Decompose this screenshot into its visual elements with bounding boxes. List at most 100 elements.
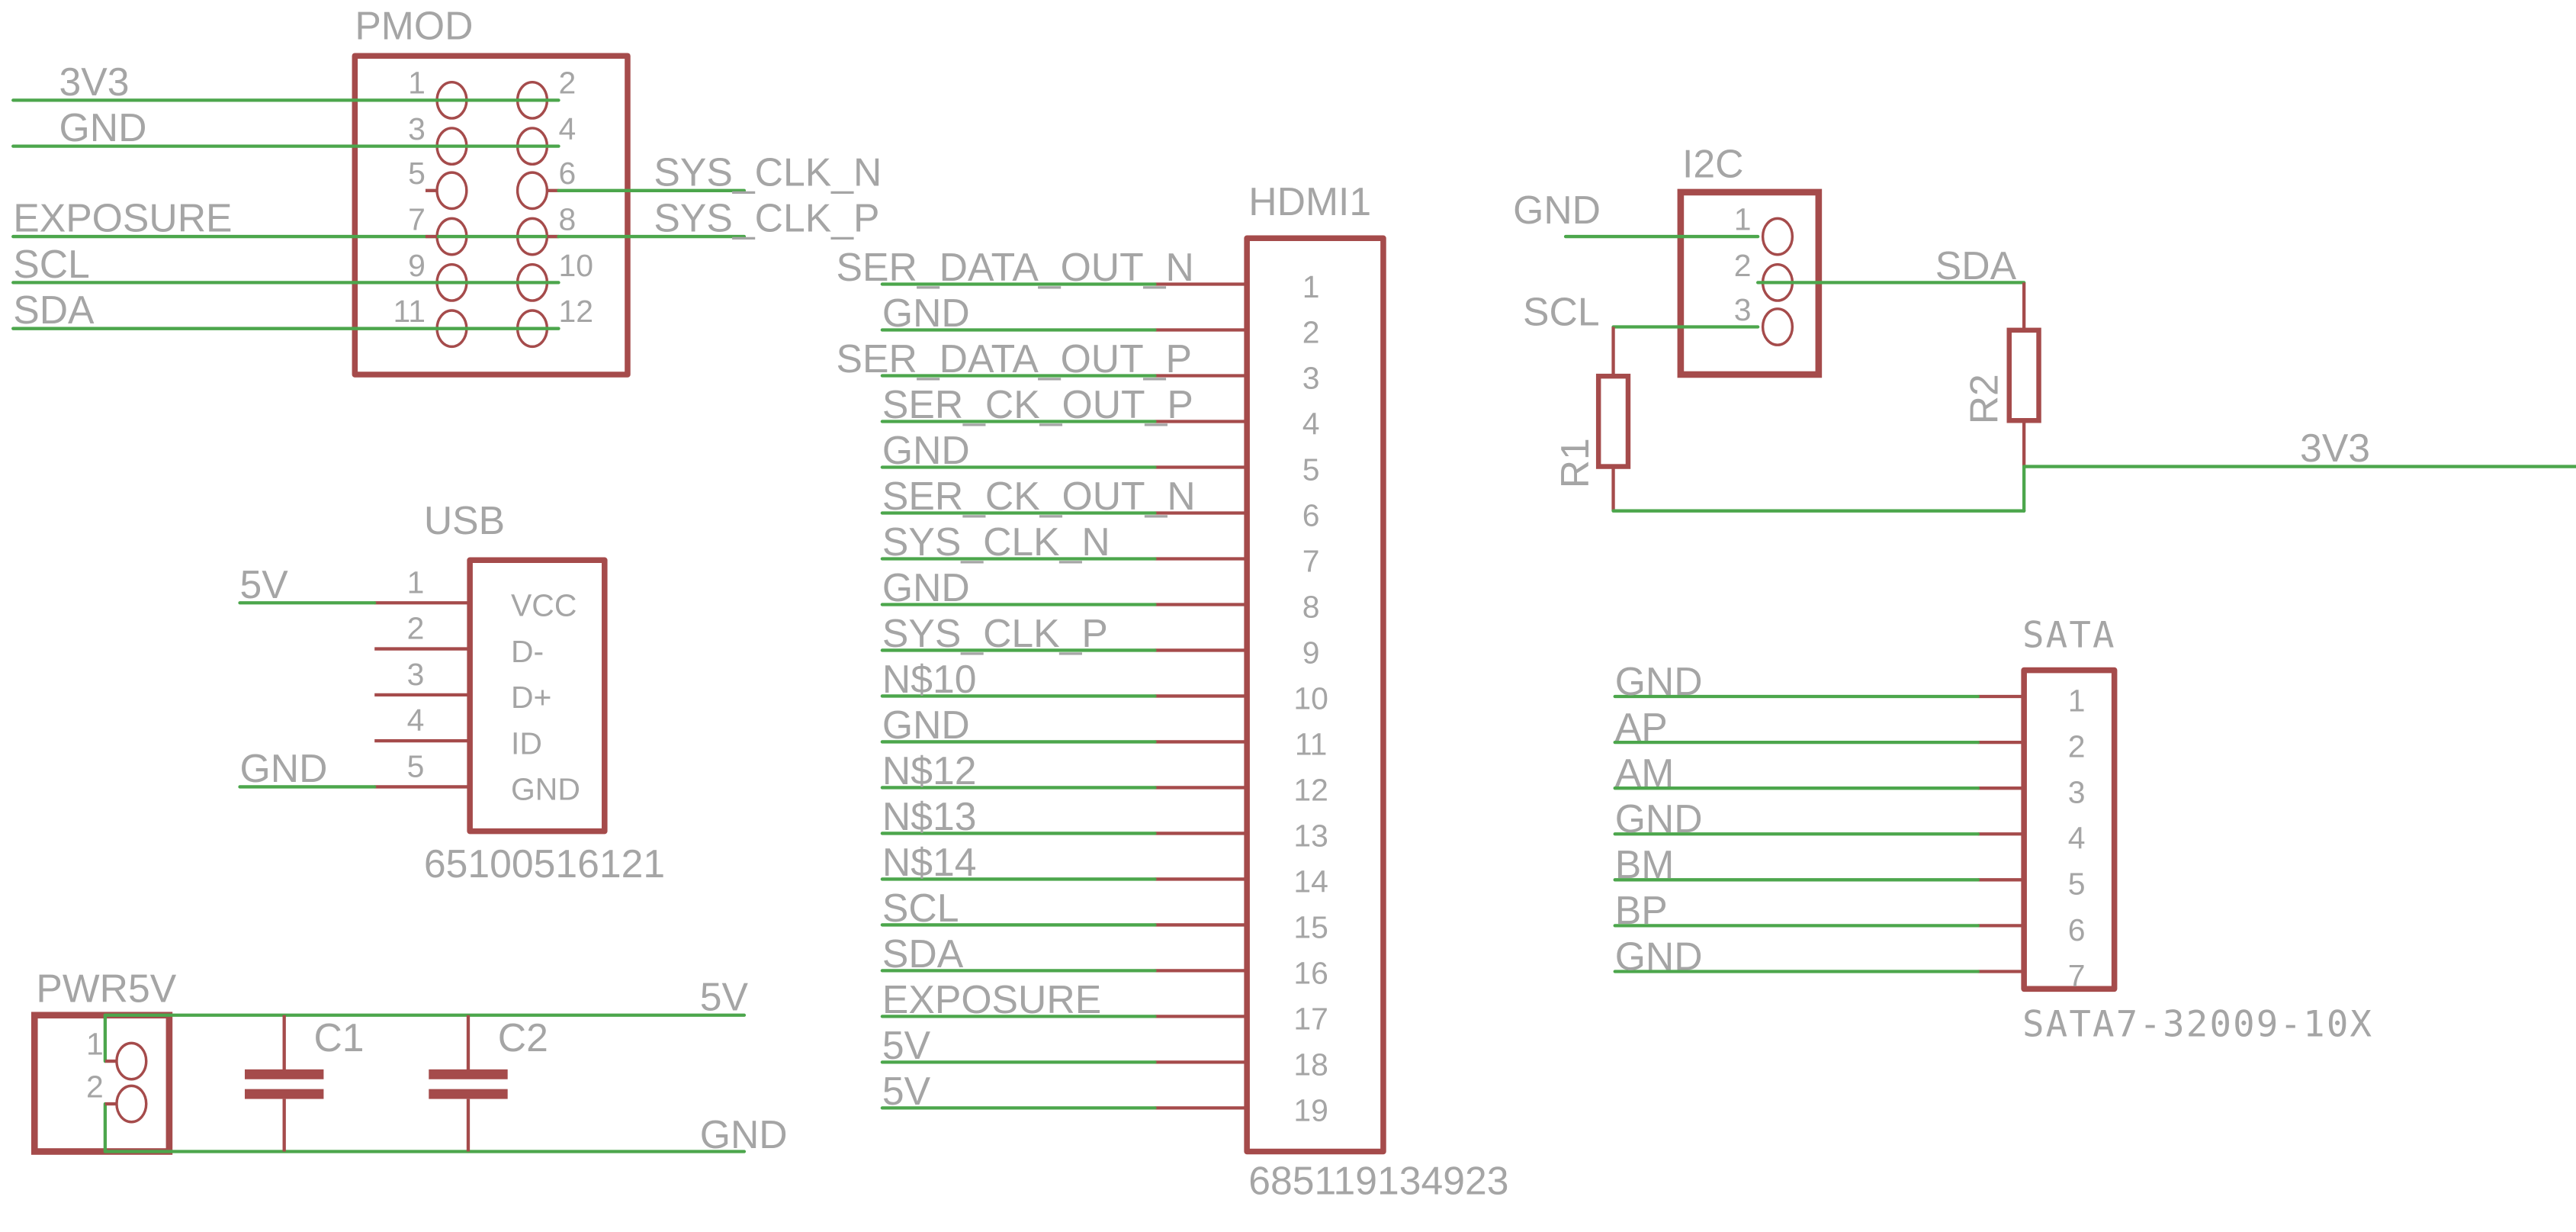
hdmi-net-label: SDA	[882, 931, 964, 976]
i2c-pin-number: 2	[1734, 248, 1752, 283]
sata-body	[2021, 667, 2118, 992]
hdmi-pin-number: 6	[1302, 498, 1320, 533]
usb-pin-name: ID	[511, 725, 542, 761]
sata-net-label: GND	[1615, 796, 1703, 841]
pmod-net-label: SYS_CLK_P	[654, 196, 879, 240]
pmod-pin-number: 9	[408, 248, 426, 283]
pmod-net-label: EXPOSURE	[13, 196, 232, 240]
hdmi-pin-number: 9	[1302, 635, 1320, 671]
pwr5v-body	[31, 1012, 173, 1155]
sata-name-label: SATA	[2022, 614, 2116, 656]
r2-label: R2	[1962, 374, 2006, 424]
i2c-name-label: I2C	[1682, 142, 1743, 186]
usb-pin-name: GND	[511, 772, 580, 807]
capacitor-plate	[429, 1069, 508, 1079]
hdmi-pin-number: 15	[1293, 910, 1328, 945]
i2c-3v3-label: 3V3	[2300, 426, 2370, 470]
capacitor-label: C2	[498, 1015, 548, 1060]
usb-pin-name: VCC	[511, 588, 577, 623]
sata-net-label: AM	[1615, 751, 1675, 795]
hdmi-net-label: GND	[882, 703, 970, 747]
pmod-pin-number: 1	[408, 66, 426, 101]
usb-pin-name: D+	[511, 680, 551, 715]
hdmi-pin-number: 14	[1293, 864, 1328, 899]
hdmi-connector[interactable]: HDMI11SER_DATA_OUT_N2GND3SER_DATA_OUT_P4…	[837, 179, 1509, 1202]
capacitor-plate	[429, 1089, 508, 1099]
hdmi-net-label: SER_CK_OUT_N	[882, 474, 1196, 518]
hdmi-pin-number: 4	[1302, 407, 1320, 442]
r1-body	[1595, 373, 1631, 469]
hdmi-pin-number: 17	[1293, 1002, 1328, 1037]
usb-net-label: GND	[240, 746, 328, 790]
usb-pin-number: 5	[407, 749, 425, 784]
hdmi-net-label: N$13	[882, 794, 977, 838]
hdmi-net-label: EXPOSURE	[882, 977, 1101, 1021]
sata-pin-number: 4	[2068, 821, 2086, 856]
hdmi-net-label: N$12	[882, 748, 977, 793]
usb-value-label: 65100516121	[424, 841, 665, 886]
hdmi-net-label: SER_DATA_OUT_P	[837, 336, 1192, 381]
pmod-pad-6	[516, 171, 549, 211]
capacitor-label: C1	[313, 1015, 364, 1060]
pwr5v-pad-1	[115, 1041, 148, 1081]
hdmi-net-label: SER_DATA_OUT_N	[837, 245, 1194, 289]
capacitor-plate	[244, 1089, 324, 1099]
hdmi-net-label: GND	[882, 428, 970, 472]
hdmi-pin-number: 18	[1293, 1047, 1328, 1082]
sata-pin-number: 3	[2068, 775, 2086, 810]
i2c-pin-number: 1	[1734, 201, 1752, 236]
hdmi-pin-number: 11	[1295, 727, 1327, 762]
hdmi-net-label: SYS_CLK_N	[882, 519, 1110, 564]
hdmi-net-label: 5V	[882, 1069, 931, 1113]
pwr-5v-label: 5V	[700, 974, 749, 1018]
pmod-name-label: PMOD	[355, 4, 473, 48]
hdmi-pin-number: 16	[1293, 956, 1328, 991]
sata-pin-number: 5	[2068, 867, 2086, 902]
pmod-pin-number: 6	[558, 156, 576, 191]
pmod-pin-number: 12	[558, 294, 593, 329]
hdmi-name-label: HDMI1	[1248, 179, 1371, 224]
hdmi-pin-number: 3	[1302, 361, 1320, 396]
pmod-pin-number: 11	[393, 294, 425, 329]
hdmi-pin-number: 8	[1302, 590, 1320, 625]
pwr5v-pin-number: 1	[86, 1026, 104, 1061]
usb-pin-number: 3	[407, 657, 425, 692]
hdmi-net-label: SER_CK_OUT_P	[882, 382, 1193, 426]
hdmi-value-label: 685119134923	[1248, 1158, 1508, 1202]
hdmi-net-label: SYS_CLK_P	[882, 611, 1108, 655]
capacitor-plate	[244, 1069, 324, 1079]
pmod-pin-number: 4	[558, 111, 576, 146]
pwr5v-name-label: PWR5V	[36, 967, 176, 1011]
pmod-net-label: SYS_CLK_N	[654, 150, 882, 194]
hdmi-pin-number: 12	[1293, 773, 1328, 808]
r2-body	[2006, 327, 2041, 423]
usb-pin-number: 1	[407, 565, 425, 600]
pmod-pin-number: 7	[408, 201, 426, 236]
i2c-sda-label: SDA	[1935, 243, 2017, 288]
hdmi-pin-number: 13	[1293, 819, 1328, 854]
sata-net-label: BM	[1615, 842, 1675, 886]
pmod-body	[352, 53, 631, 378]
sata-value-label: SATA7-32009-10X	[2022, 1004, 2373, 1046]
pmod-net-label: SCL	[13, 242, 90, 286]
hdmi-net-label: N$10	[882, 657, 977, 701]
pwr-gnd-label: GND	[700, 1112, 788, 1156]
sata-connector[interactable]: SATA1GND2AP3AM4GND5BM6BP7GNDSATA7-32009-…	[1613, 614, 2374, 1046]
hdmi-net-label: N$14	[882, 840, 977, 884]
pmod-net-label: 3V3	[59, 60, 130, 104]
pmod-net-label: SDA	[13, 288, 95, 332]
i2c-pad-1	[1761, 217, 1794, 256]
sata-pin-number: 1	[2068, 683, 2086, 718]
sata-pin-number: 2	[2068, 729, 2086, 764]
sata-net-label: GND	[1615, 934, 1703, 978]
hdmi-pin-number: 2	[1302, 315, 1320, 350]
r1-label: R1	[1553, 438, 1597, 488]
usb-net-label: 5V	[240, 562, 289, 606]
hdmi-net-label: 5V	[882, 1023, 931, 1067]
sata-pin-number: 7	[2068, 958, 2086, 993]
